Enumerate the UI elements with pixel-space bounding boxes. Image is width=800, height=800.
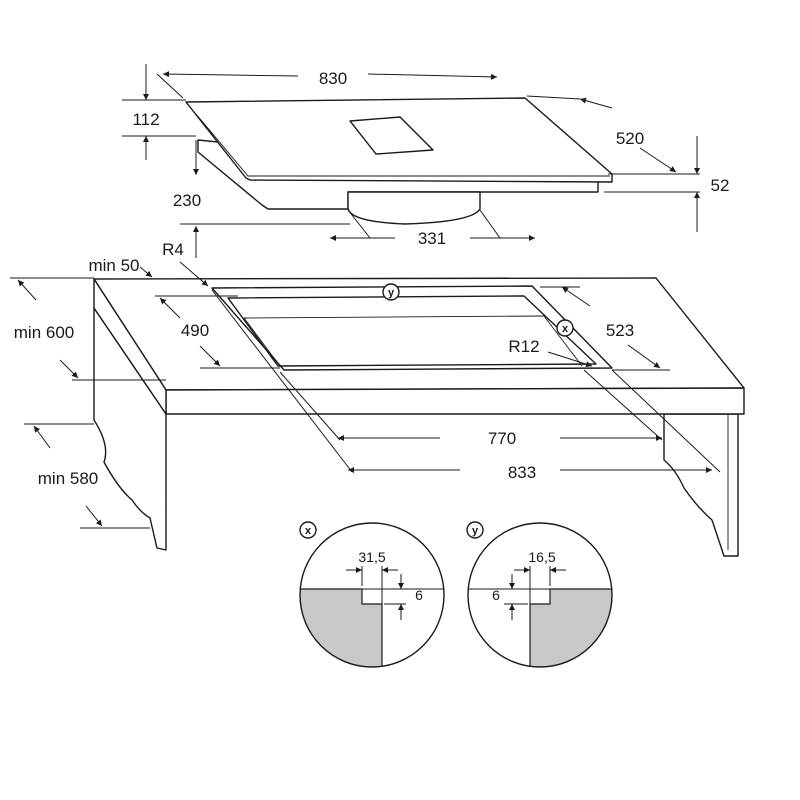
cabinet-right-panel: [663, 413, 739, 557]
dim-total-height: 230: [173, 191, 201, 210]
hob-fan-housing: [347, 191, 481, 225]
detail-y-depth: 6: [492, 587, 500, 603]
dim-top-height: 112: [132, 110, 159, 129]
hob-drawing: [185, 97, 613, 225]
detail-x: x 31,5 6: [299, 521, 445, 668]
dim-radius-inner: R12: [508, 337, 539, 356]
detail-x-marker: x: [305, 525, 312, 537]
cabinet-left-panel: [93, 307, 167, 551]
dim-hob-width: 830: [319, 69, 347, 88]
hob-dimensions: 830 520 52 112 230 331: [122, 64, 729, 258]
svg-text:y: y: [388, 287, 395, 299]
detail-y-marker: y: [472, 525, 479, 537]
callout-y: y: [382, 283, 400, 301]
dim-frame-width: 833: [508, 463, 536, 482]
hob-vent: [349, 116, 434, 155]
dim-frame-depth: 523: [606, 321, 634, 340]
detail-x-width: 31,5: [358, 549, 385, 565]
cutout-inner: [227, 295, 597, 367]
detail-y: y 16,5 6: [466, 521, 613, 668]
dim-min-side: min 600: [14, 323, 74, 342]
dim-cutout-depth: 490: [181, 321, 209, 340]
dim-min-back: min 50: [88, 256, 139, 275]
callout-x: x: [556, 319, 574, 337]
dim-fan-width: 331: [418, 229, 446, 248]
worktop-front-edge: [165, 387, 745, 415]
detail-x-depth: 6: [415, 587, 423, 603]
dim-radius-outer: R4: [162, 240, 184, 259]
worktop-dimensions: min 50 R4 490 523 R12 min 600 min 580: [10, 240, 721, 529]
dim-glass-thickness: 52: [711, 176, 730, 195]
dim-hob-depth: 520: [616, 129, 644, 148]
dim-cutout-width: 770: [488, 429, 516, 448]
dim-min-below: min 580: [38, 469, 98, 488]
worktop-drawing: [93, 277, 745, 557]
svg-text:x: x: [562, 323, 569, 335]
detail-y-width: 16,5: [528, 549, 555, 565]
